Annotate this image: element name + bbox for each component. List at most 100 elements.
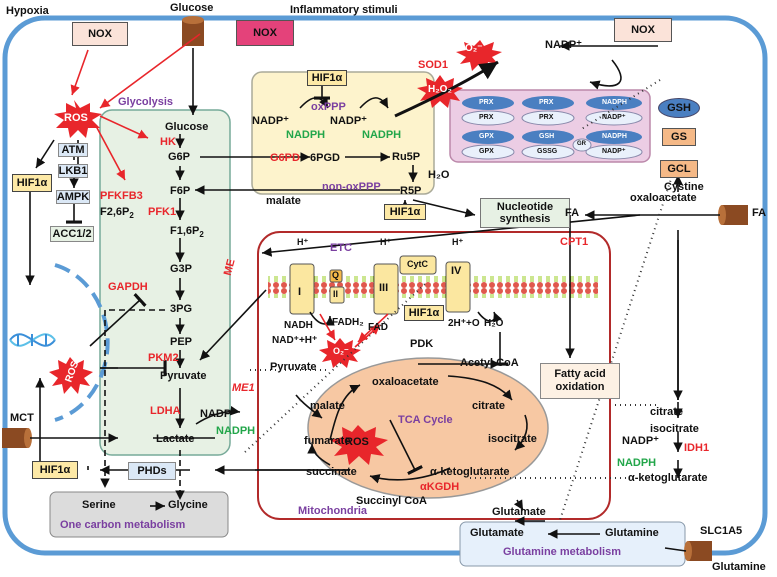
pyruvate-label: Pyruvate — [160, 370, 207, 382]
hif1a-mito-box: HIF1α — [404, 305, 444, 321]
pyruvate-mito-label: Pyruvate — [270, 361, 317, 373]
sod1-label: SOD1 — [418, 59, 448, 71]
6pgd-label: 6PGD — [310, 152, 340, 164]
water-label: 2H⁺+O — [448, 318, 480, 329]
cystine-label: Cystine — [664, 181, 704, 193]
nad-label: NAD⁺+H⁺ — [272, 335, 318, 346]
mitochondria-label: Mitochondria — [298, 505, 368, 517]
tca-akgdh: αKGDH — [420, 481, 460, 493]
gsh-ellipse: GSH — [658, 98, 700, 118]
redox-r0c2: NADPH — [602, 99, 627, 106]
o2-mito-label: O₂⁻ — [333, 346, 349, 356]
glutamate-mito-label: Glutamate — [492, 506, 546, 518]
lkb1-box: LKB1 — [58, 164, 88, 178]
hif1a-ppp-box: HIF1α — [307, 70, 347, 86]
glutamine-box — [459, 521, 686, 567]
ros-tca-label: ROS — [345, 436, 369, 448]
nadp-ppp2: NADP⁺ — [330, 115, 367, 127]
cyto-citrate: citrate — [650, 406, 684, 418]
nadh-label: NADH — [284, 320, 313, 331]
nadph-ppp1: NADPH — [286, 129, 326, 141]
cytc — [399, 255, 437, 275]
g6p-label: G6P — [168, 151, 191, 163]
tca-isocitrate: isocitrate — [488, 433, 537, 445]
redox-r0c0: PRX — [479, 99, 494, 106]
dna-icon — [9, 333, 56, 347]
r5p-label: R5P — [400, 185, 422, 197]
ros-star-h2o2 — [417, 75, 463, 108]
complex-iii — [373, 263, 399, 315]
ampk-box: AMPK — [56, 190, 90, 204]
me1-label: ME1 — [232, 382, 255, 394]
tca-citrate: citrate — [472, 400, 506, 412]
complex-ii — [329, 286, 345, 304]
f16p-label: F1,6P2 — [170, 225, 204, 240]
pdk-label: PDK — [410, 338, 434, 350]
cyto-oxaloacetate: oxaloacetate — [630, 192, 697, 204]
fadh2-label: FADH₂ — [332, 317, 364, 328]
slc1a5-transporter — [684, 541, 712, 561]
tca-akg: α-ketoglutarate — [430, 466, 510, 478]
nadph-ppp2: NADPH — [362, 129, 402, 141]
tca-succinate: succinate — [306, 466, 357, 478]
fao-box: Fatty acid oxidation — [540, 363, 620, 399]
nadp-ppp1: NADP⁺ — [252, 115, 289, 127]
ros-main-label: ROS — [64, 112, 88, 124]
pfkfb3-label: PFKFB3 — [100, 190, 143, 202]
acetyl-coa-label: Acetyl CoA — [460, 357, 519, 369]
h2o-redox-label: H₂O — [428, 169, 450, 181]
redox-r1c1: PRX — [539, 114, 554, 121]
nadp-redox-label: NADP⁺ — [545, 39, 582, 51]
cyto-akg: α-ketoglutarate — [628, 472, 708, 484]
glutamine-box-label: Glutamine — [605, 527, 659, 539]
f26p-label: F2,6P2 — [100, 206, 134, 221]
ru5p-label: Ru5P — [392, 151, 421, 163]
redox-r1c2: NADP⁺ — [602, 114, 626, 121]
complex-iii-label: III — [379, 282, 389, 294]
ros-star-main — [54, 100, 102, 138]
nucleotide-box: Nucleotide synthesis — [480, 198, 570, 228]
redox-r2c0: GPX — [479, 133, 494, 140]
tca-oxaloacetate: oxaloacetate — [372, 376, 439, 388]
redox-r0c1: PRX — [539, 99, 554, 106]
one-carbon-label: One carbon metabolism — [60, 519, 186, 531]
serine-label: Serine — [82, 499, 116, 511]
cell-membrane — [2, 15, 768, 556]
f6p-label: F6P — [170, 185, 191, 197]
glucose-ext-label: Glucose — [170, 2, 214, 14]
tca-malate: malate — [310, 400, 345, 412]
fa-ext-label: FA — [752, 207, 767, 219]
nox-center-box: NOX — [236, 20, 294, 46]
inner-membrane — [268, 276, 598, 298]
redox-r3c1: GSSG — [537, 148, 558, 155]
atm-box: ATM — [58, 143, 88, 157]
idh1-label: IDH1 — [684, 442, 710, 454]
ros-star-nucleus — [49, 357, 93, 394]
cyto-nadph: NADPH — [617, 457, 657, 469]
glutamine-metab-label: Glutamine metabolism — [503, 546, 621, 558]
inflammatory-label: Inflammatory stimuli — [290, 4, 398, 16]
tca-title: TCA Cycle — [398, 414, 453, 426]
complex-iv-label: IV — [451, 265, 462, 277]
hypoxia-label: Hypoxia — [6, 5, 49, 17]
h-plus-3: H⁺ — [452, 237, 464, 247]
3pg-label: 3PG — [170, 303, 193, 315]
nox-left-box: NOX — [72, 22, 128, 46]
o2-top-label: O₂⁻ — [465, 43, 483, 54]
tca-succinylcoa: Succinyl CoA — [356, 495, 427, 507]
h-plus-2: H⁺ — [380, 237, 392, 247]
pkm2-label: PKM2 — [148, 352, 179, 364]
complex-i-label: I — [298, 286, 302, 298]
nadp-glyc-label: NADP⁺ — [200, 408, 237, 420]
h2o2-label: H₂O₂ — [428, 84, 452, 95]
g6pd-label: G6PD — [270, 152, 300, 164]
gapdh-label: GAPDH — [108, 281, 148, 293]
redox-ellipses — [461, 96, 643, 160]
cyto-nadp: NADP⁺ — [622, 435, 659, 447]
hif1a-nonox-box: HIF1α — [384, 204, 426, 220]
one-carbon-box — [49, 491, 229, 538]
malate-cyto-label: malate — [266, 195, 301, 207]
gs-box: GS — [662, 128, 696, 146]
nadph-glyc-label: NADPH — [216, 425, 256, 437]
